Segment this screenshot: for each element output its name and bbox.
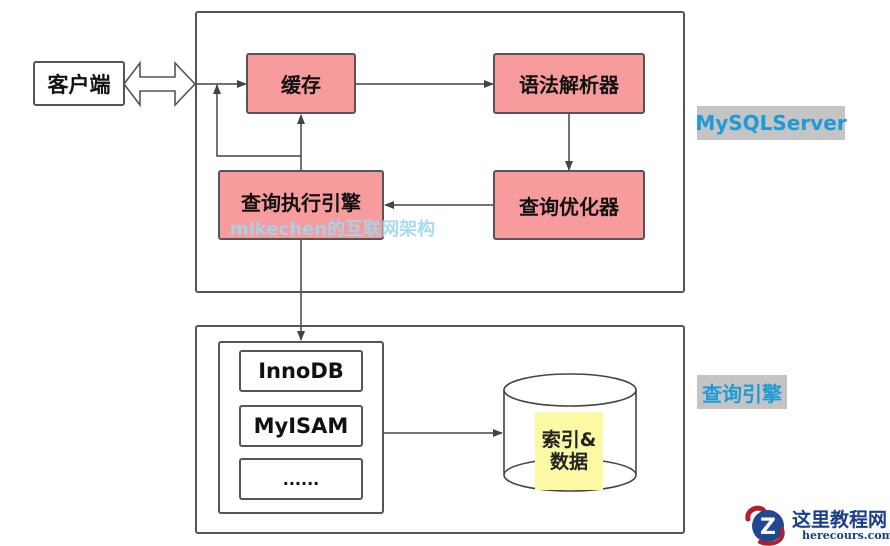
logo-title: 这里教程网 — [792, 509, 888, 531]
engine-innodb-label: InnoDB — [258, 359, 344, 383]
query-engine-frame — [195, 325, 685, 534]
mysql-server-frame — [195, 11, 685, 293]
optimizer-label: 查询优化器 — [519, 194, 619, 219]
parser-label: 语法解析器 — [519, 73, 619, 97]
arrow-executor-to-entry — [213, 84, 301, 157]
index-data-note: 索引& 数据 — [535, 412, 603, 490]
cache-node: 缓存 — [246, 53, 356, 114]
parser-node: 语法解析器 — [493, 53, 645, 114]
engine-more: ...... — [239, 458, 363, 500]
engine-more-label: ...... — [282, 469, 320, 489]
site-logo: Z 这里教程网 herecours.com — [742, 503, 890, 546]
bidirectional-arrow — [122, 60, 197, 108]
logo-letter: Z — [760, 515, 776, 540]
storage-label-line1: 索引& — [541, 429, 597, 451]
client-label: 客户端 — [47, 72, 111, 97]
mysql-server-label: MySQLServer — [695, 106, 847, 140]
engine-myisam-label: MyISAM — [253, 414, 349, 438]
query-engine-label: 查询引擎 — [697, 375, 787, 409]
optimizer-node: 查询优化器 — [493, 170, 645, 240]
storage-label-line2: 数据 — [549, 451, 588, 473]
logo-subtitle: herecours.com — [802, 529, 890, 542]
engine-innodb: InnoDB — [239, 350, 363, 392]
watermark: mikechen的互联网架构 — [230, 219, 436, 240]
engine-myisam: MyISAM — [239, 405, 363, 447]
storage-engines-group — [218, 341, 384, 514]
executor-node: 查询执行引擎 — [218, 170, 384, 240]
logo-z-icon: Z — [745, 505, 785, 546]
client-box: 客户端 — [33, 61, 125, 106]
executor-label: 查询执行引擎 — [241, 190, 361, 215]
cache-label: 缓存 — [281, 73, 321, 97]
